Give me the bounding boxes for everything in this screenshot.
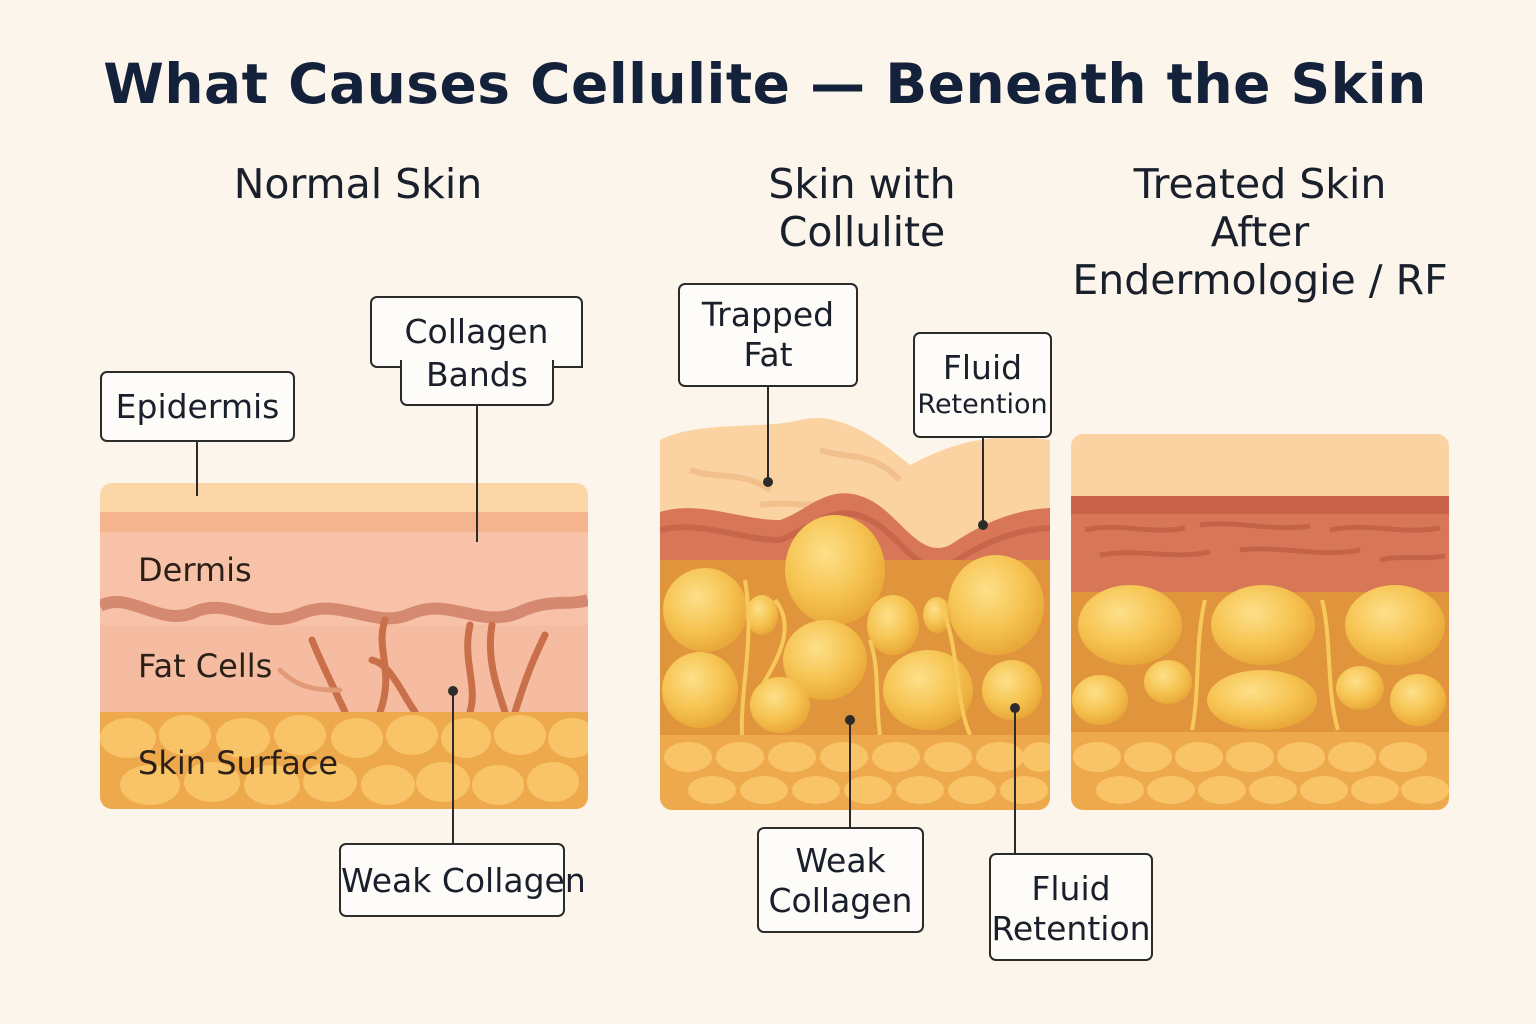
callout-text: Epidermis xyxy=(115,387,280,426)
treated-fat-cells xyxy=(1072,585,1446,730)
callout-weak-collagen-normal: Weak Collagen xyxy=(339,843,586,917)
leader-lines-cellulite xyxy=(767,387,1016,855)
heading-line: Collulite xyxy=(778,208,946,256)
treated-septa xyxy=(1190,599,1340,731)
callout-collagen-bands: Collagen xyxy=(370,296,583,368)
label-fat-cells: Fat Cells xyxy=(138,647,273,685)
heading-line: After xyxy=(1210,208,1310,256)
cellulite-skin-illustration xyxy=(660,380,1050,810)
label-dermis: Dermis xyxy=(138,551,252,589)
dermis-wave-band xyxy=(100,594,588,626)
label-skin-surface: Skin Surface xyxy=(138,744,339,782)
callout-text: Fat xyxy=(743,335,793,374)
callout-text: Retention xyxy=(991,909,1151,948)
treated-skin-illustration xyxy=(1071,434,1449,810)
dermis-fibers xyxy=(1084,521,1446,563)
page-title: What Causes Cellulite — Beneath the Skin xyxy=(103,52,1427,116)
fat-cells xyxy=(100,715,588,805)
callout-fluid-retention-bottom: Fluid Retention xyxy=(989,853,1153,961)
callout-text: Fluid xyxy=(1031,869,1111,908)
callout-text: Weak xyxy=(795,841,886,880)
callout-text: Collagen xyxy=(768,881,913,920)
callout-text: Weak Collagen xyxy=(341,861,586,900)
heading-line: Endermologie / RF xyxy=(1072,256,1448,304)
collagen-septa xyxy=(739,579,972,736)
callout-fluid-retention-top: Fluid Retention xyxy=(913,332,1052,438)
callout-weak-collagen-cellulite: Weak Collagen xyxy=(757,827,924,933)
callout-epidermis: Epidermis xyxy=(100,371,295,442)
epidermis-smooth xyxy=(1071,434,1449,496)
callout-text: Retention xyxy=(917,389,1048,420)
trapped-fat-cells xyxy=(662,515,1044,733)
leader-dot xyxy=(448,686,458,696)
collagen-strands xyxy=(277,616,549,716)
callout-collagen-bands-tab: Bands xyxy=(400,358,554,406)
heading-line: Skin with xyxy=(768,160,956,208)
leader-lines-normal xyxy=(196,405,478,845)
heading-line: Treated Skin xyxy=(1133,160,1387,208)
callout-text: Collagen xyxy=(404,312,549,351)
heading-normal-skin: Normal Skin xyxy=(233,160,483,208)
heading-skin-with-cellulite: Skin with Collulite xyxy=(712,160,1012,256)
heading-treated-skin: Treated Skin After Endermologie / RF xyxy=(1060,160,1460,304)
epidermis-layer xyxy=(100,483,588,515)
epidermis-dermis-border xyxy=(100,512,588,534)
callout-trapped-fat: Trapped Fat xyxy=(678,283,858,387)
normal-skin-illustration xyxy=(100,483,588,809)
callout-text: Bands xyxy=(426,355,528,394)
callout-text: Fluid xyxy=(942,348,1023,387)
callout-text: Trapped xyxy=(701,295,835,334)
leader-dots xyxy=(763,477,1020,725)
